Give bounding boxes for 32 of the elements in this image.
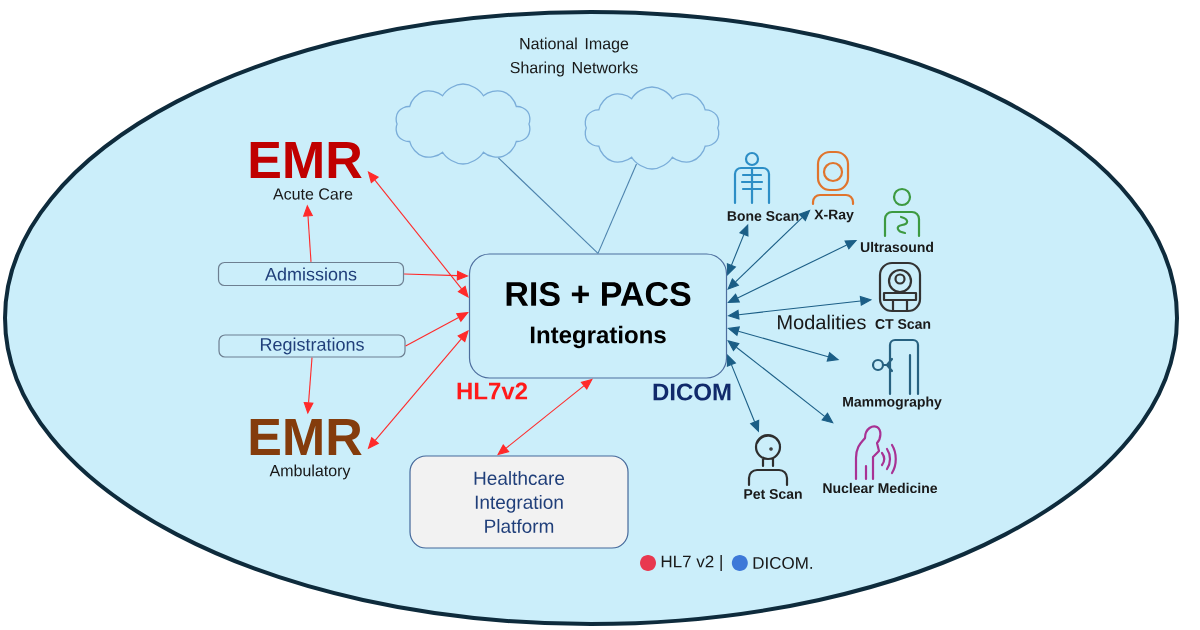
icon-caption: Mammography xyxy=(843,396,942,410)
title-text: EMR xyxy=(250,142,362,178)
arrow xyxy=(497,378,593,456)
protocol-label: DICOM xyxy=(653,383,731,401)
subtitle-text: Ambulatory xyxy=(269,464,351,480)
legend-text: HL7 v2 | xyxy=(661,555,722,571)
protocol-label: HL7v2 xyxy=(457,382,528,400)
process-box xyxy=(468,253,728,379)
icon-caption: CT Scan xyxy=(875,319,931,329)
heading-text: National Image Sharing Networks xyxy=(510,37,638,77)
title-text: EMR xyxy=(250,419,362,455)
icon-caption: Nuclear Medicine xyxy=(823,482,938,494)
connector-line xyxy=(597,163,638,254)
arrow xyxy=(727,340,834,424)
subtitle-text: Acute Care xyxy=(273,188,353,200)
process-box: Admissions xyxy=(217,261,405,287)
arrow xyxy=(403,270,469,281)
process-box: Healthcare Integration Platform xyxy=(409,455,629,549)
title-text: RIS + PACS xyxy=(506,281,691,307)
group-label: Modalities xyxy=(778,314,866,330)
process-box: Registrations xyxy=(218,334,406,358)
cloud xyxy=(395,83,531,165)
connector-line xyxy=(497,157,599,254)
icon-caption: Bone Scan xyxy=(727,211,799,221)
cloud xyxy=(584,86,720,170)
arrow xyxy=(727,209,811,290)
icon-caption: Ultrasound xyxy=(860,241,933,253)
icon-caption: X-Ray xyxy=(814,209,854,223)
subtitle-text: Integrations xyxy=(530,325,666,349)
icon-caption: Pet Scan xyxy=(744,489,802,499)
legend-text: DICOM. xyxy=(753,557,813,569)
arrow xyxy=(405,312,469,347)
